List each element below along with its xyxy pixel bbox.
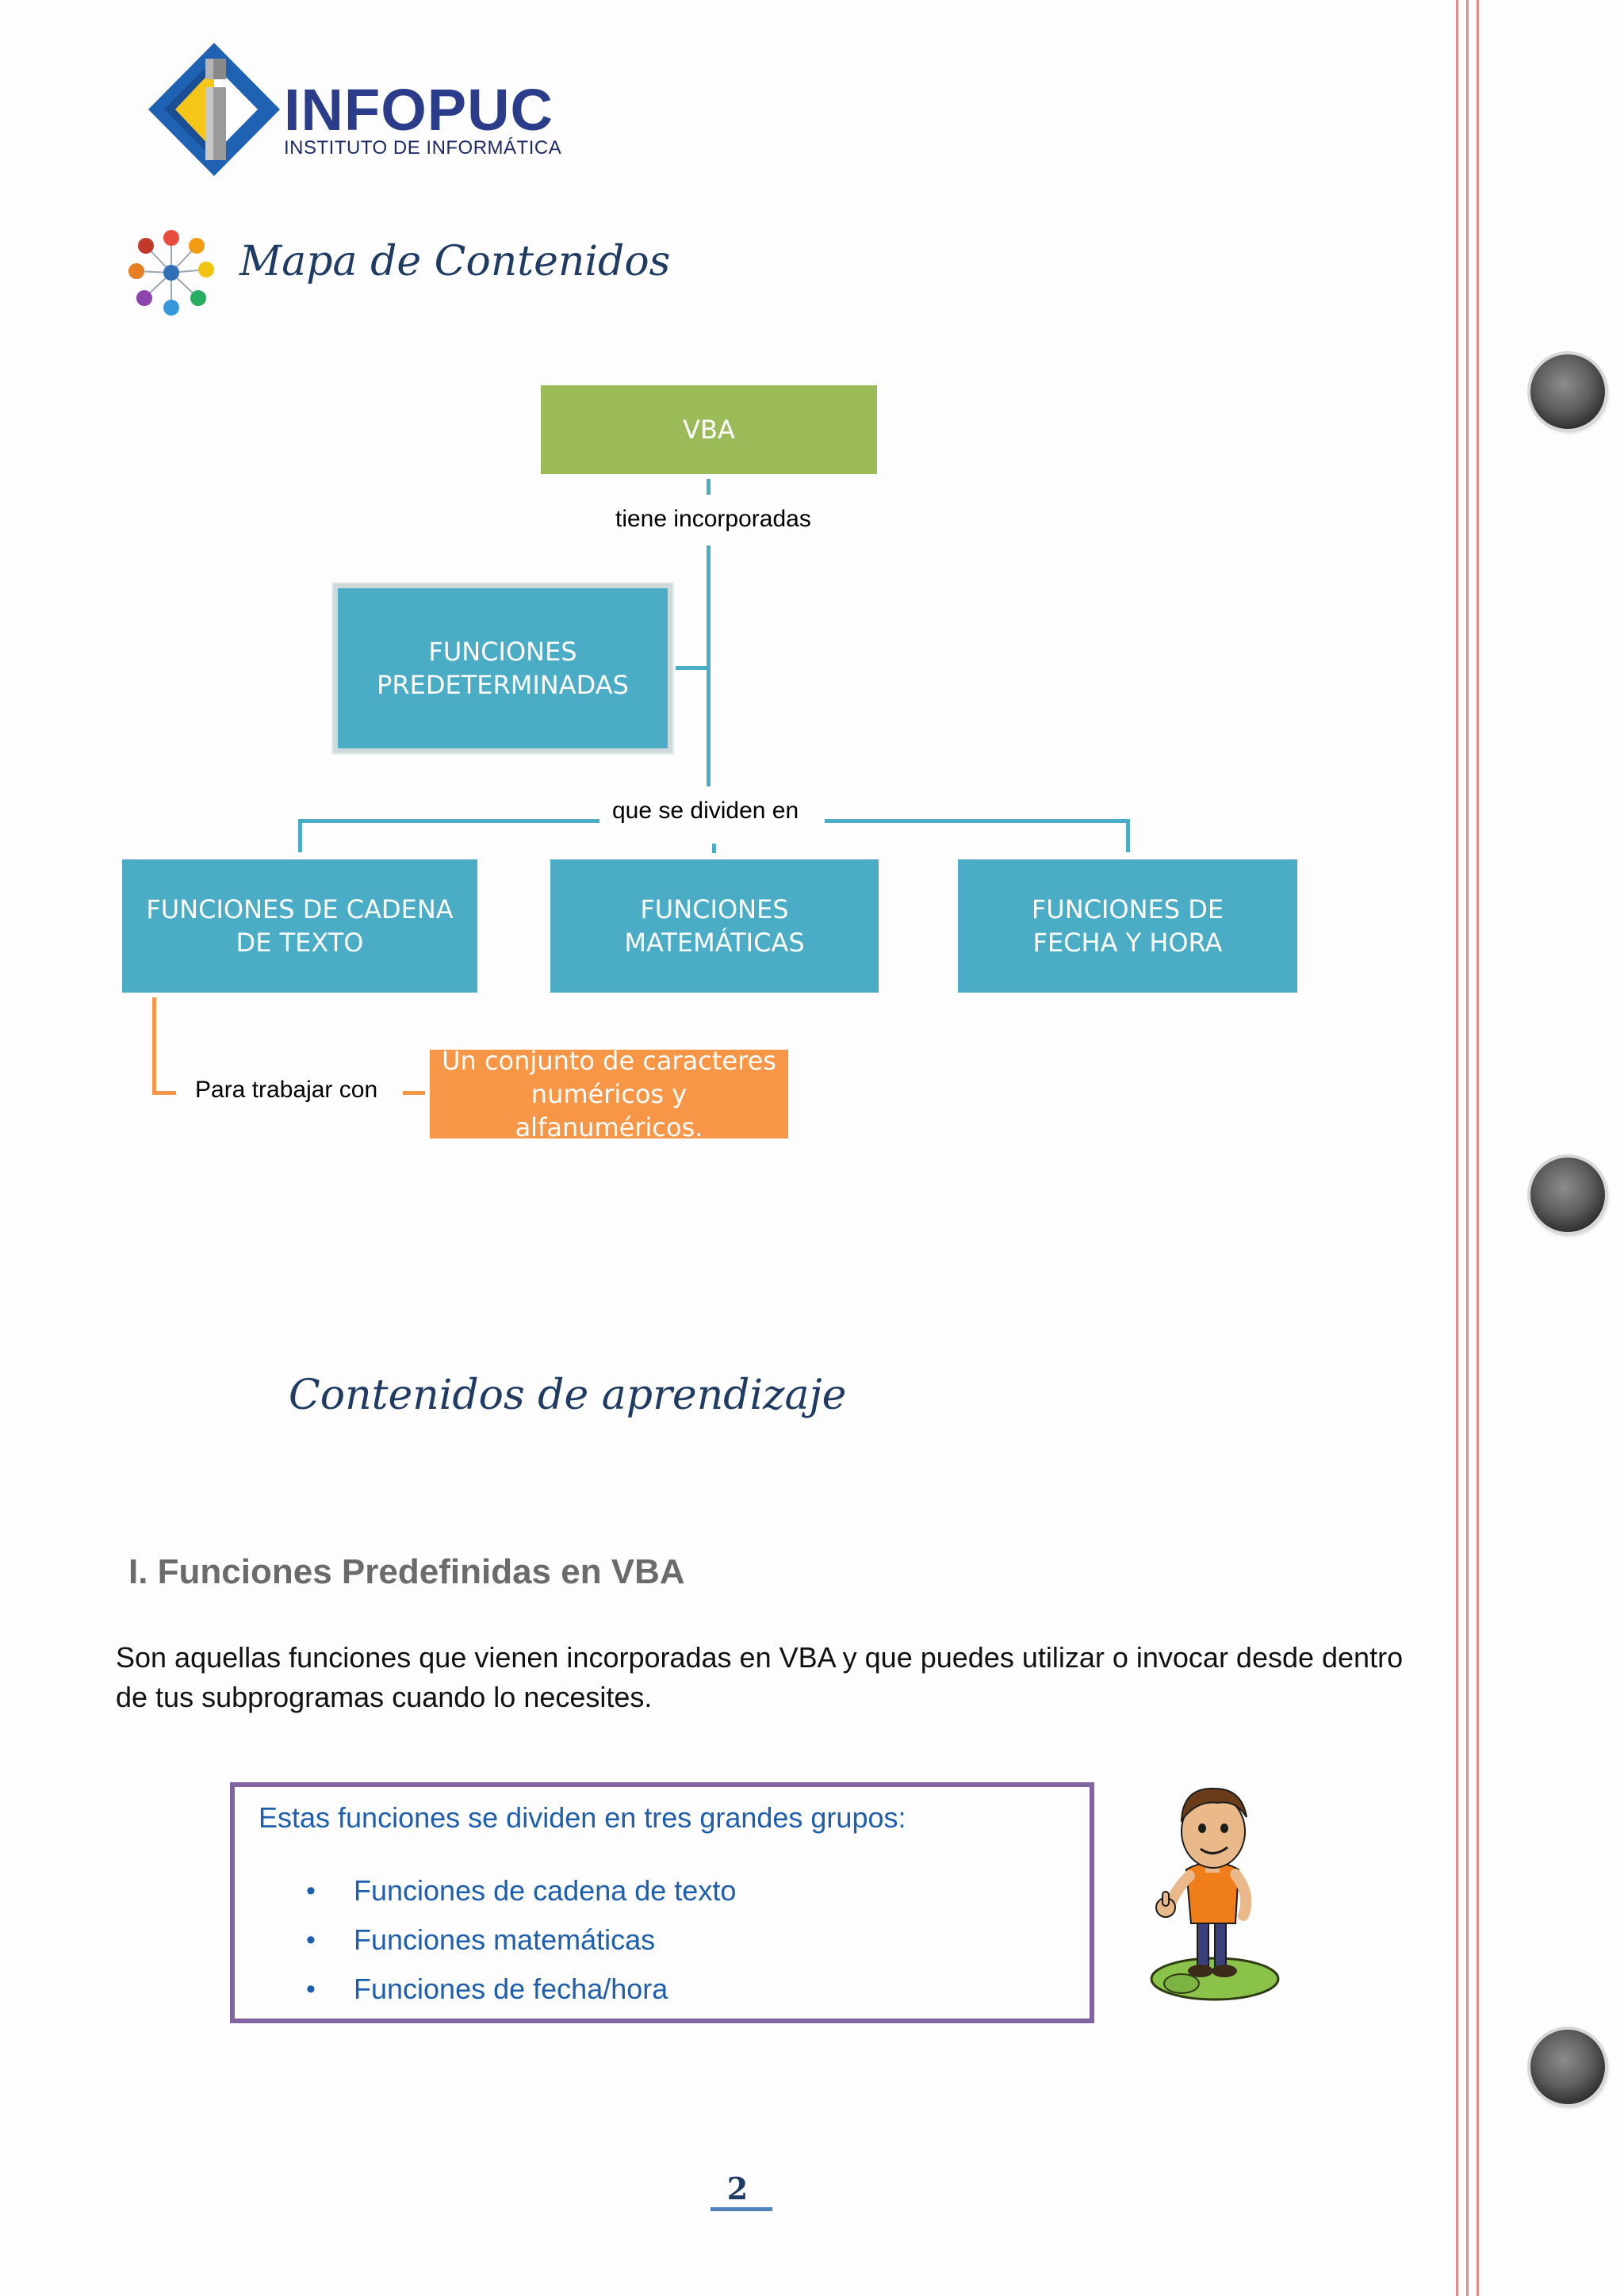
list-item-label: Funciones de fecha/hora <box>354 1973 668 2005</box>
cartoon-character-thumbs-up-icon <box>1150 1787 1280 2001</box>
list-item: • Funciones de cadena de texto <box>306 1866 736 1915</box>
list-item: • Funciones matemáticas <box>306 1915 736 1965</box>
link-label-divide: que se dividen en <box>607 798 804 825</box>
binder-ring-icon <box>1530 354 1605 429</box>
connector-line <box>676 666 709 670</box>
map-section-title: Mapa de Contenidos <box>239 238 671 285</box>
concept-detail-characters: Un conjunto de caracteres numéricos y al… <box>430 1046 788 1142</box>
margin-line-1 <box>1456 0 1458 2296</box>
margin-line-2 <box>1466 0 1469 2296</box>
groups-callout: Estas funciones se dividen en tres grand… <box>230 1782 1094 2023</box>
link-label-root: tiene incorporadas <box>611 506 816 533</box>
section-heading: I. Funciones Predefinidas en VBA <box>128 1552 685 1591</box>
list-item: • Funciones de fecha/hora <box>306 1965 736 2014</box>
connector-line <box>707 479 710 495</box>
link-label-work: Para trabajar con <box>190 1077 383 1104</box>
concept-main-node: FUNCIONES PREDETERMINADAS <box>331 582 674 755</box>
connector-line <box>825 819 1130 823</box>
concept-child-math-functions: FUNCIONES MATEMÁTICAS <box>550 859 879 993</box>
bullet-icon: • <box>306 1876 316 1906</box>
concept-child-text-functions: FUNCIONES DE CADENA DE TEXTO <box>122 859 477 993</box>
connector-line-orange <box>152 1091 176 1095</box>
logo-name: INFOPUC <box>284 77 553 143</box>
concept-root-vba: VBA <box>541 385 877 474</box>
binder-ring-icon <box>1530 1158 1605 1232</box>
page-number-underline <box>710 2207 772 2211</box>
list-item-label: Funciones de cadena de texto <box>354 1874 737 1907</box>
bullet-icon: • <box>306 1925 316 1955</box>
connector-line <box>712 844 716 853</box>
intro-paragraph: Son aquellas funciones que vienen incorp… <box>116 1641 1404 1713</box>
page-number: 2 <box>726 2171 749 2206</box>
connector-line <box>298 819 599 823</box>
connector-line <box>298 819 302 852</box>
connector-line <box>1126 819 1130 852</box>
learning-section-title: Contenidos de aprendizaje <box>289 1372 847 1419</box>
concept-child-date-functions: FUNCIONES DE FECHA Y HORA <box>958 859 1297 993</box>
binder-ring-icon <box>1530 2030 1605 2104</box>
bullet-icon: • <box>306 1974 316 2004</box>
logo-subtitle: INSTITUTO DE INFORMÁTICA <box>284 137 562 159</box>
concept-map-icon <box>128 230 214 316</box>
connector-line-orange <box>403 1091 425 1095</box>
list-item-label: Funciones matemáticas <box>354 1923 656 1956</box>
margin-line-3 <box>1477 0 1479 2296</box>
groups-list: • Funciones de cadena de texto • Funciones… <box>306 1866 736 2014</box>
connector-line-orange <box>152 997 156 1094</box>
infopuc-logo-icon <box>148 43 280 176</box>
groups-intro: Estas funciones se dividen en tres grand… <box>259 1801 906 1834</box>
